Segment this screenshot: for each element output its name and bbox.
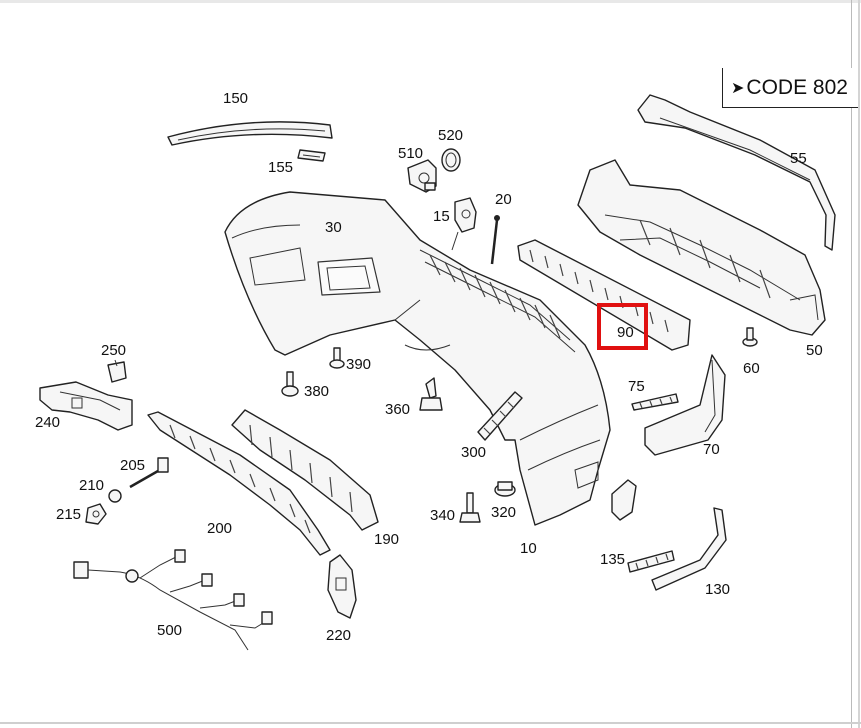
- label-210: 210: [79, 477, 104, 494]
- label-20: 20: [495, 191, 512, 208]
- label-520: 520: [438, 127, 463, 144]
- part-50-diffuser[interactable]: [577, 159, 826, 336]
- label-300: 300: [461, 444, 486, 461]
- part-220-bracket[interactable]: [327, 554, 357, 619]
- label-360: 360: [385, 401, 410, 418]
- label-205: 205: [120, 457, 145, 474]
- label-380: 380: [304, 383, 329, 400]
- part-75-strip[interactable]: [631, 393, 679, 411]
- part-155-clip[interactable]: [297, 149, 326, 162]
- part-190-reinforcement[interactable]: [231, 409, 379, 531]
- label-250: 250: [101, 342, 126, 359]
- part-205-bolt[interactable]: [129, 457, 169, 489]
- label-15: 15: [433, 208, 450, 225]
- label-70: 70: [703, 441, 720, 458]
- arrow-right-icon: ➤: [731, 79, 745, 97]
- part-500-wiring-harness[interactable]: [73, 549, 273, 651]
- leader-250: [114, 359, 118, 367]
- label-215: 215: [56, 506, 81, 523]
- label-155: 155: [268, 159, 293, 176]
- part-70-side-cover[interactable]: [644, 354, 726, 456]
- part-215-nut[interactable]: [85, 503, 107, 525]
- label-220: 220: [326, 627, 351, 644]
- part-300-strip[interactable]: [477, 391, 523, 441]
- label-55: 55: [790, 150, 807, 167]
- label-75: 75: [628, 378, 645, 395]
- part-150-trim-strip[interactable]: [167, 121, 333, 146]
- label-320: 320: [491, 504, 516, 521]
- right-border-shadow: [858, 0, 860, 728]
- right-border: [851, 0, 852, 728]
- label-10: 10: [520, 540, 537, 557]
- label-510: 510: [398, 145, 423, 162]
- part-tab: [611, 479, 637, 521]
- label-200: 200: [207, 520, 232, 537]
- label-50: 50: [806, 342, 823, 359]
- code-label: CODE 802: [746, 75, 848, 99]
- label-90: 90: [617, 324, 634, 341]
- part-30-bumper-cover[interactable]: [224, 191, 611, 526]
- bottom-border: [0, 722, 861, 724]
- part-130-trim-strip[interactable]: [651, 507, 727, 591]
- label-130: 130: [705, 581, 730, 598]
- part-340-bolt[interactable]: [459, 492, 481, 523]
- label-240: 240: [35, 414, 60, 431]
- part-380-screw[interactable]: [281, 371, 299, 397]
- label-60: 60: [743, 360, 760, 377]
- label-135: 135: [600, 551, 625, 568]
- part-20-pin[interactable]: [490, 215, 500, 265]
- part-135-clip[interactable]: [627, 550, 675, 573]
- part-320-nut[interactable]: [494, 481, 516, 497]
- part-510-sensor[interactable]: [407, 159, 437, 193]
- part-55-rail[interactable]: [637, 94, 836, 251]
- label-340: 340: [430, 507, 455, 524]
- part-520-ring[interactable]: [441, 148, 461, 172]
- part-360-bolt[interactable]: [419, 377, 443, 411]
- label-150: 150: [223, 90, 248, 107]
- part-210-washer[interactable]: [108, 489, 122, 503]
- part-390-screw[interactable]: [329, 347, 345, 369]
- highlight-box-part-90: [597, 303, 648, 350]
- part-60-screw[interactable]: [742, 327, 758, 347]
- part-200-bracket[interactable]: [147, 411, 331, 556]
- label-30: 30: [325, 219, 342, 236]
- label-500: 500: [157, 622, 182, 639]
- part-250-nut[interactable]: [107, 361, 127, 383]
- part-240-bracket[interactable]: [39, 381, 133, 431]
- top-border: [0, 0, 861, 3]
- part-15-bracket[interactable]: [451, 197, 477, 251]
- code-reference-box: ➤ CODE 802: [722, 68, 858, 108]
- label-390: 390: [346, 356, 371, 373]
- label-190: 190: [374, 531, 399, 548]
